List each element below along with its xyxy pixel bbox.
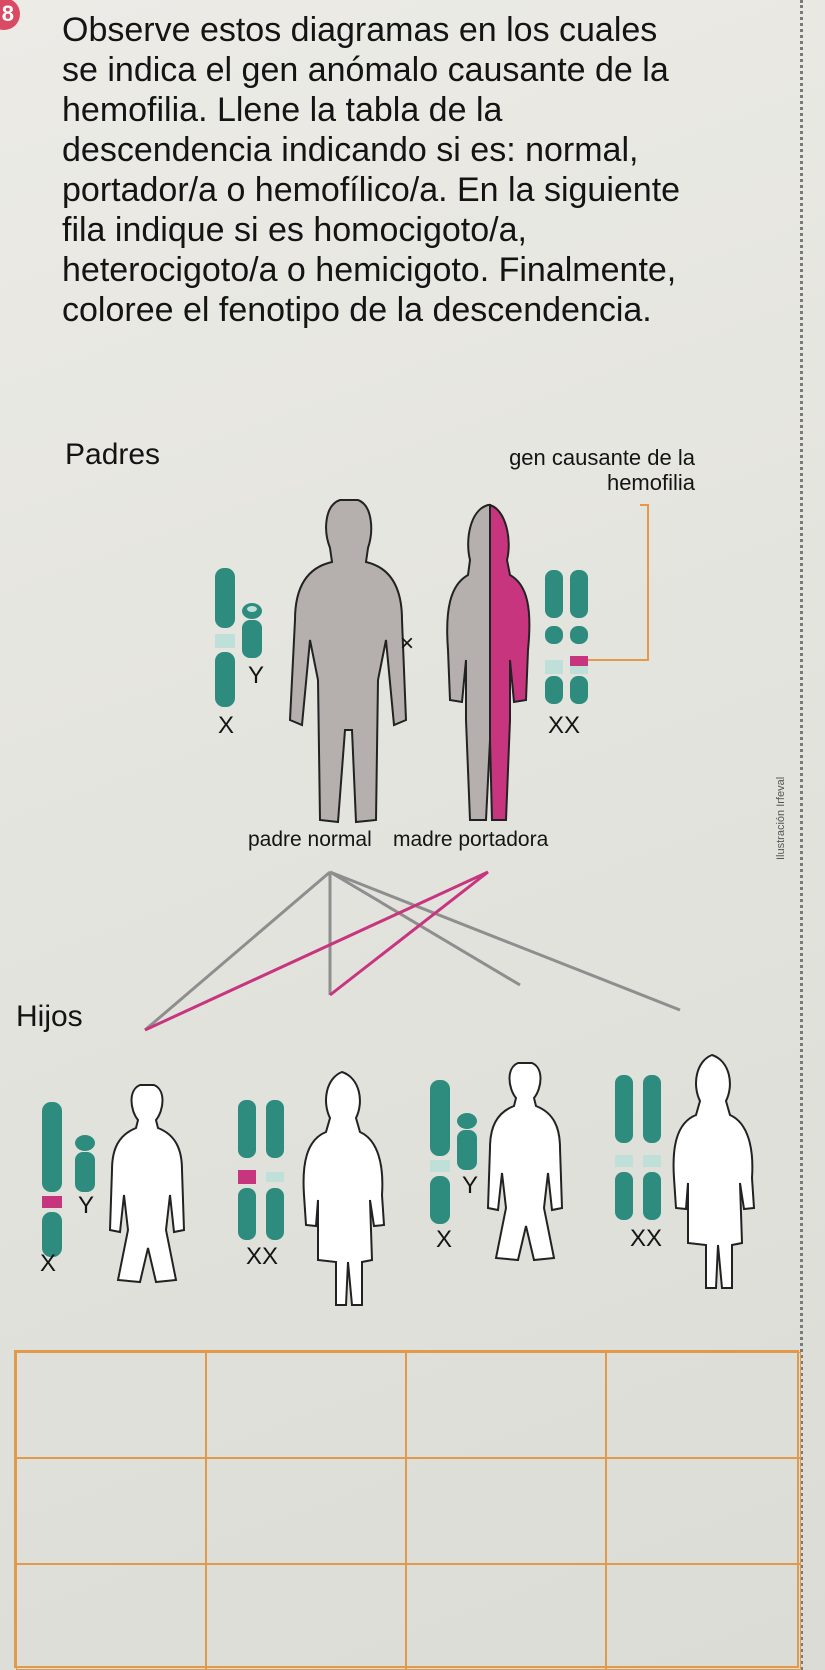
daughter2-silhouette — [672, 1053, 756, 1289]
cross-lines — [144, 870, 681, 1032]
table-cell-r3c1[interactable] — [16, 1564, 206, 1670]
son2-x-chromosome — [430, 1080, 450, 1224]
father-caption: padre normal — [248, 828, 372, 851]
gene-label: gen causante de la hemofilia — [509, 445, 695, 495]
daughter2-xx-label: XX — [630, 1225, 663, 1252]
father-y-chromosome — [242, 603, 262, 658]
gene-pointer-line — [582, 504, 649, 661]
son1-y-chromosome — [75, 1135, 95, 1192]
table-cell-r2c4[interactable] — [606, 1458, 801, 1564]
daughter1-x-chromosome-2 — [266, 1100, 284, 1240]
son1-x-label: X — [40, 1250, 57, 1277]
parents-heading: Padres — [65, 438, 161, 471]
offspring-table — [14, 1350, 801, 1670]
mother-silhouette — [446, 503, 531, 821]
question-number: 8 — [1, 1, 14, 26]
instructions-text: Observe estos diagramas en los cuales se… — [62, 11, 681, 329]
table-cell-r1c2[interactable] — [206, 1352, 406, 1458]
table-cell-r3c4[interactable] — [606, 1564, 801, 1670]
son2-y-chromosome — [457, 1113, 477, 1170]
daughter2-x-chromosome-2 — [643, 1075, 661, 1220]
son1-x-chromosome — [42, 1102, 62, 1257]
daughter2-x-chromosome-1 — [615, 1075, 633, 1220]
father-y-label: Y — [248, 662, 265, 689]
table-cell-r1c1[interactable] — [16, 1352, 206, 1458]
father-x-chromosome — [215, 568, 235, 707]
cross-symbol: × — [400, 630, 415, 657]
table-cell-r2c1[interactable] — [16, 1458, 206, 1564]
offspring-heading: Hijos — [16, 1000, 83, 1033]
daughter1-xx-label: XX — [246, 1243, 279, 1270]
daughter1-silhouette — [302, 1070, 386, 1306]
son1-silhouette — [108, 1084, 186, 1284]
table-cell-r1c3[interactable] — [406, 1352, 606, 1458]
page-fold-dotted-line — [800, 0, 803, 1670]
illustration-credit: Ilustración Irfeval — [775, 776, 787, 860]
son2-silhouette — [486, 1062, 564, 1262]
father-x-label: X — [218, 712, 235, 739]
table-cell-r2c2[interactable] — [206, 1458, 406, 1564]
question-number-badge: 8 — [0, 0, 20, 30]
father-silhouette — [288, 499, 408, 824]
table-cell-r3c3[interactable] — [406, 1564, 606, 1670]
son2-x-label: X — [436, 1226, 453, 1253]
daughter1-x-chromosome-1 — [238, 1100, 256, 1240]
table-cell-r1c4[interactable] — [606, 1352, 801, 1458]
mother-x-chromosome-2 — [570, 570, 588, 704]
table-cell-r2c3[interactable] — [406, 1458, 606, 1564]
table-cell-r3c2[interactable] — [206, 1564, 406, 1670]
son1-y-label: Y — [78, 1192, 95, 1219]
son2-y-label: Y — [462, 1172, 479, 1199]
mother-xx-label: XX — [548, 712, 581, 739]
mother-x-chromosome-1 — [545, 570, 563, 704]
mother-caption: madre portadora — [393, 828, 549, 851]
